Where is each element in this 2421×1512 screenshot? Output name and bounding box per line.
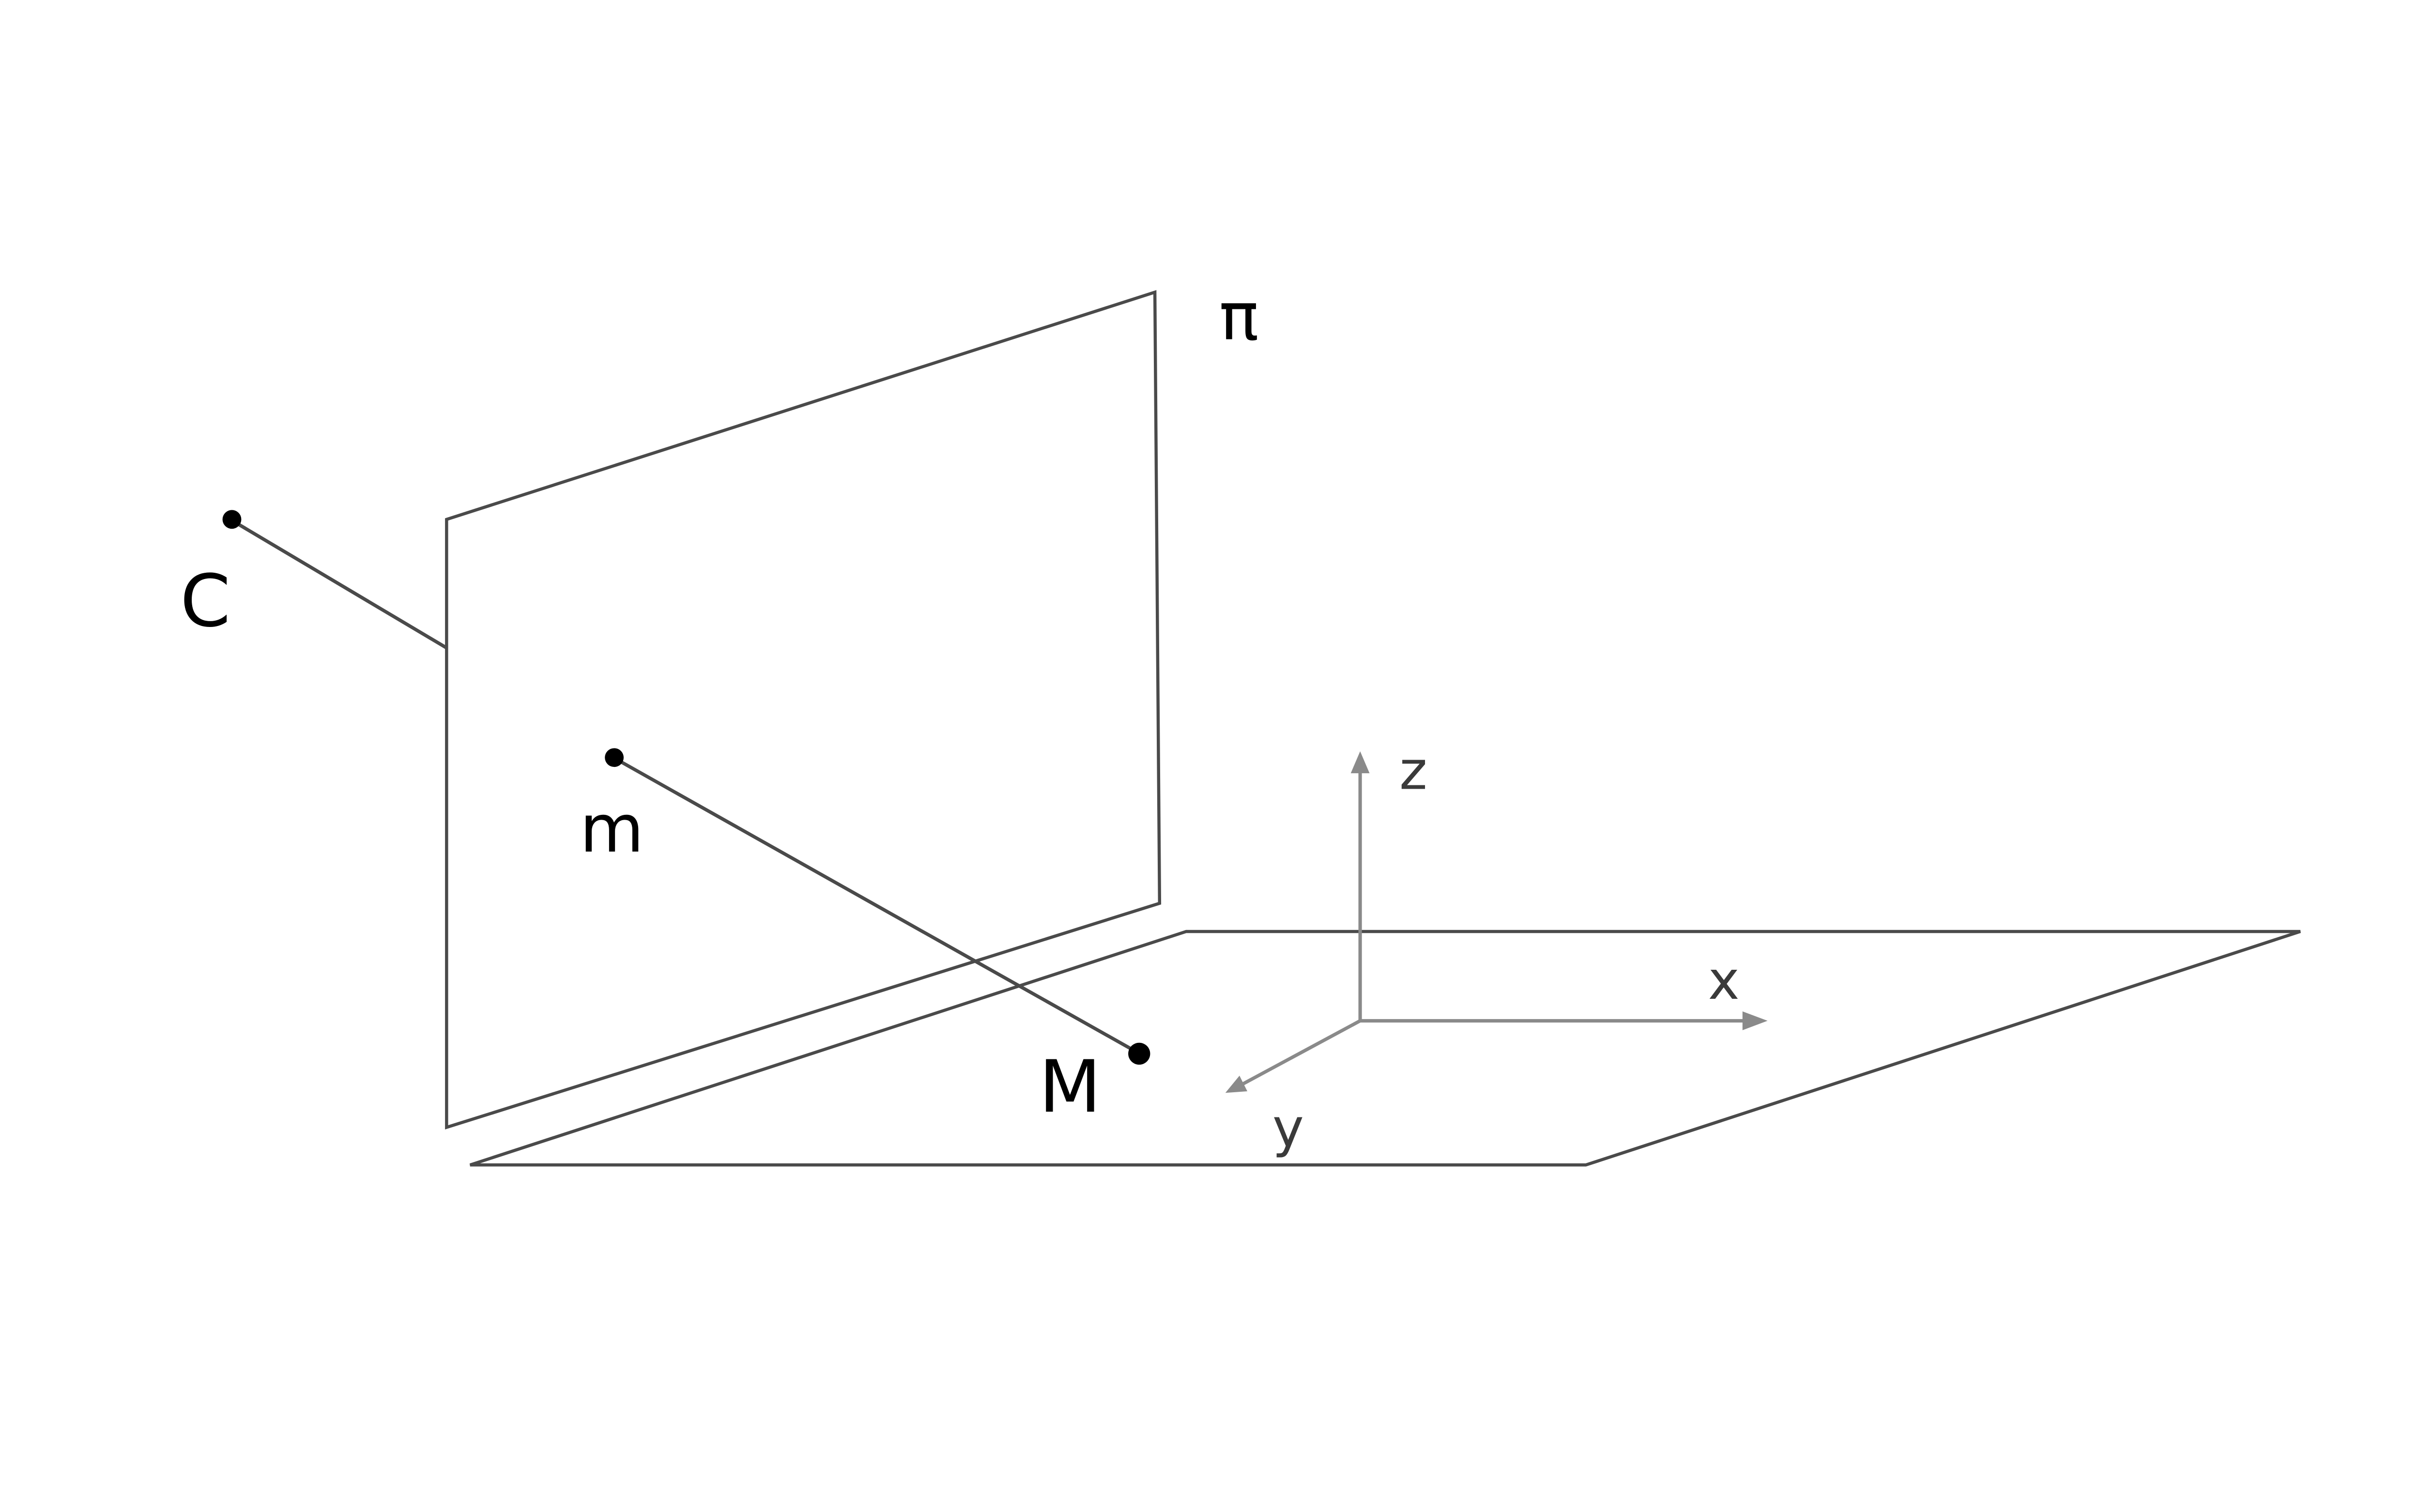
x-axis-arrow-icon [1742, 1011, 1768, 1030]
point-m [605, 748, 624, 767]
image-plane-label: π [1219, 279, 1259, 355]
image-plane [445, 290, 1162, 1130]
image-point-label: m [580, 791, 644, 868]
projection-ray [618, 759, 1133, 1051]
ground-plane [469, 930, 2301, 1167]
y-axis-arrow-icon [1225, 1075, 1248, 1093]
camera-center-label: C [180, 560, 230, 643]
point-C [222, 510, 242, 529]
y-axis-line [1237, 1019, 1361, 1088]
z-axis-label: z [1399, 739, 1427, 801]
y-axis-label: y [1272, 1097, 1304, 1159]
world-point-label: M [1039, 1045, 1101, 1129]
point-M [1128, 1042, 1150, 1065]
x-axis-label: x [1708, 949, 1740, 1011]
camera-ray [237, 522, 448, 650]
z-axis-arrow-icon [1350, 751, 1370, 774]
